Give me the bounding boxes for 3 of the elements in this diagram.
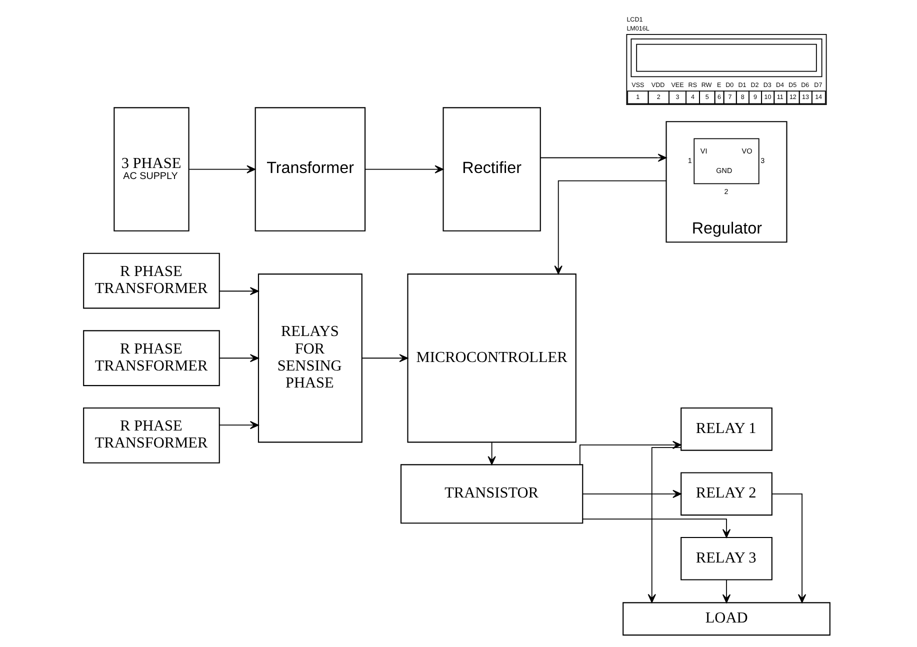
node-label: 1 bbox=[687, 156, 692, 165]
node-label: 3 bbox=[760, 156, 764, 165]
node-label: 2 bbox=[724, 186, 728, 196]
